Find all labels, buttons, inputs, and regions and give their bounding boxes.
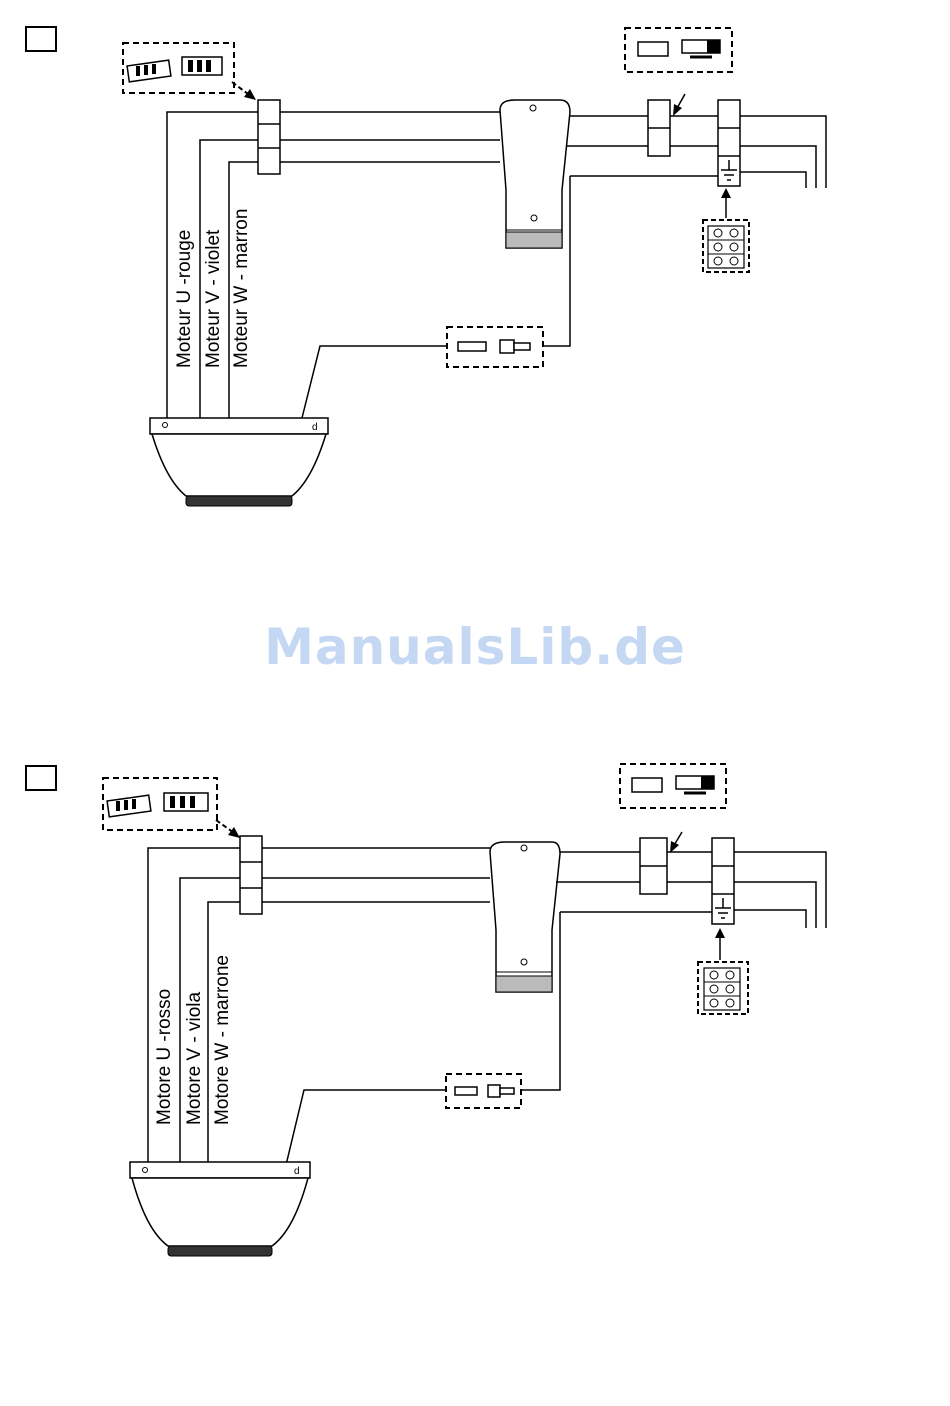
- motor: d: [150, 418, 328, 506]
- terminal-strip-inset: [703, 220, 749, 272]
- arrow-head: [244, 89, 256, 100]
- figure-number-box: [26, 27, 56, 51]
- wire-label-u: Moteur U -rouge: [174, 230, 195, 368]
- plug-connector-inset: [447, 327, 543, 367]
- connector-inset: [103, 778, 217, 830]
- connector-inset: [123, 43, 234, 93]
- earth-terminal: [718, 100, 740, 186]
- terminal-block-left: [258, 100, 280, 174]
- wire-label-w: Motore W - marrone: [212, 955, 233, 1125]
- earth-terminal: [712, 838, 734, 924]
- wire-label-u: Motore U -rosso: [154, 989, 175, 1125]
- wiring-diagram-french: d Moteur U -rouge Moteur V - violet Mote…: [0, 0, 950, 560]
- control-unit: [500, 100, 570, 248]
- wiring-diagram-svg: d Motore U -rosso Motore V - viola Motor…: [0, 740, 950, 1300]
- plug-connector-inset: [446, 1074, 521, 1108]
- terminal-strip-inset: [698, 962, 748, 1014]
- svg-text:d: d: [312, 422, 318, 433]
- wire-label-v: Motore V - viola: [184, 992, 205, 1125]
- wire-label-w: Moteur W - marron: [231, 209, 252, 368]
- figure-number-box: [26, 766, 56, 790]
- wiring-diagram-italian: d Motore U -rosso Motore V - viola Motor…: [0, 740, 950, 1300]
- svg-text:d: d: [294, 1166, 300, 1177]
- control-unit: [490, 842, 560, 992]
- connector-inset-right: [625, 28, 732, 72]
- motor: d: [130, 1162, 310, 1256]
- terminal-block-middle: [648, 100, 670, 156]
- terminal-block-left: [240, 836, 262, 914]
- connector-inset-right: [620, 764, 726, 808]
- watermark: ManualsLib.de: [0, 618, 950, 676]
- wiring-diagram-svg: d Moteur U -rouge Moteur V - violet Mote…: [0, 0, 950, 560]
- terminal-block-middle: [640, 838, 667, 894]
- wire-label-v: Moteur V - violet: [203, 229, 224, 368]
